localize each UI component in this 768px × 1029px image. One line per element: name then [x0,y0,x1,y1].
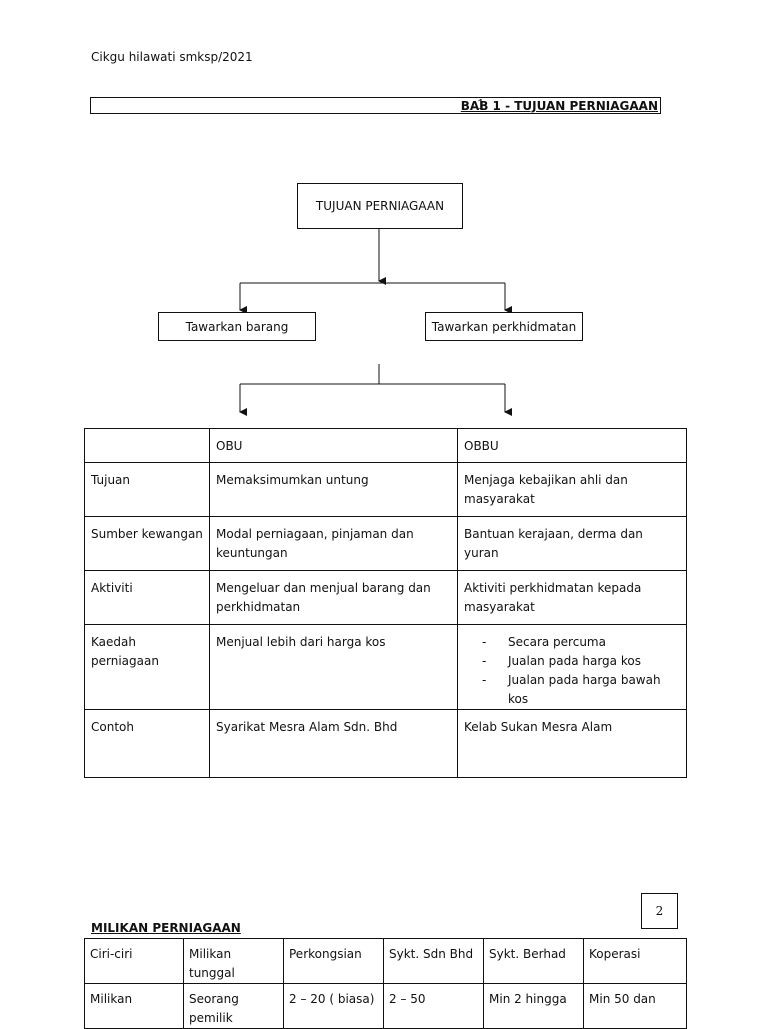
table-row: Milikan Seorang pemilik 2 – 20 ( biasa) … [84,983,687,1029]
flowchart-root-label: TUJUAN PERNIAGAAN [315,199,445,213]
table-row: Tujuan Memaksimumkan untung Menjaga keba… [84,462,687,517]
obbu-cell: Secara percuma Jualan pada harga kos Jua… [457,624,687,710]
table-row: Aktiviti Mengeluar dan menjual barang da… [84,570,687,625]
table-row: Contoh Syarikat Mesra Alam Sdn. Bhd Kela… [84,709,687,778]
table-cell: 2 – 50 [383,983,484,1029]
list-item: Jualan pada harga kos [464,652,680,671]
obbu-cell: Menjaga kebajikan ahli dan masyarakat [457,462,687,517]
table-header-row: OBU OBBU [84,428,687,463]
table-cell: 2 – 20 ( biasa) [283,983,384,1029]
table-cell: Seorang pemilik [183,983,284,1029]
table-header-row: Ciri-ciri Milikan tunggal Perkongsian Sy… [84,938,687,984]
row-label: Aktiviti [84,570,210,625]
flowchart-right-node: Tawarkan perkhidmatan [425,312,583,341]
header-cell-obu: OBU [209,428,458,463]
obu-cell: Syarikat Mesra Alam Sdn. Bhd [209,709,458,778]
table-cell: Min 2 hingga [483,983,584,1029]
obu-cell: Mengeluar dan menjual barang dan perkhid… [209,570,458,625]
ownership-table: Ciri-ciri Milikan tunggal Perkongsian Sy… [84,938,687,1029]
row-label: Contoh [84,709,210,778]
row-label: Sumber kewangan [84,516,210,571]
chapter-heading-box: 1 BAB 1 - TUJUAN PERNIAGAAN [90,97,661,114]
obbu-cell: Kelab Sukan Mesra Alam [457,709,687,778]
header-cell: Ciri-ciri [84,938,184,984]
flowchart-root: TUJUAN PERNIAGAAN [297,183,463,229]
chapter-number: 1 [476,98,485,113]
flowchart-left-node: Tawarkan barang [158,312,316,341]
row-label: Tujuan [84,462,210,517]
section-title: MILIKAN PERNIAGAAN [91,921,241,935]
header-cell: Perkongsian [283,938,384,984]
page-number-box: 2 [641,893,678,929]
table-cell: Milikan [84,983,184,1029]
obbu-cell: Bantuan kerajaan, derma dan yuran [457,516,687,571]
flowchart-left-label: Tawarkan barang [185,319,289,334]
obu-cell: Menjual lebih dari harga kos [209,624,458,710]
table-cell: Min 50 dan [583,983,687,1029]
header-cell: Sykt. Berhad [483,938,584,984]
obu-cell: Memaksimumkan untung [209,462,458,517]
list-item: Secara percuma [464,633,680,652]
row-label: Kaedah perniagaan [84,624,210,710]
obu-cell: Modal perniagaan, pinjaman dan keuntunga… [209,516,458,571]
header-cell: Koperasi [583,938,687,984]
obbu-method-list: Secara percuma Jualan pada harga kos Jua… [464,633,680,709]
header-cell: Milikan tunggal [183,938,284,984]
obu-obbu-comparison-table: OBU OBBU Tujuan Memaksimumkan untung Men… [84,428,687,778]
chapter-title: BAB 1 - TUJUAN PERNIAGAAN [460,99,658,113]
flowchart-right-label: Tawarkan perkhidmatan [431,319,577,334]
page-header: Cikgu hilawati smksp/2021 [91,50,253,64]
header-cell: Sykt. Sdn Bhd [383,938,484,984]
list-item: Jualan pada harga bawah kos [464,671,680,709]
obbu-cell: Aktiviti perkhidmatan kepada masyarakat [457,570,687,625]
header-cell-obbu: OBBU [457,428,687,463]
header-cell-empty [84,428,210,463]
page-number: 2 [655,904,664,918]
table-row: Sumber kewangan Modal perniagaan, pinjam… [84,516,687,571]
table-row: Kaedah perniagaan Menjual lebih dari har… [84,624,687,710]
